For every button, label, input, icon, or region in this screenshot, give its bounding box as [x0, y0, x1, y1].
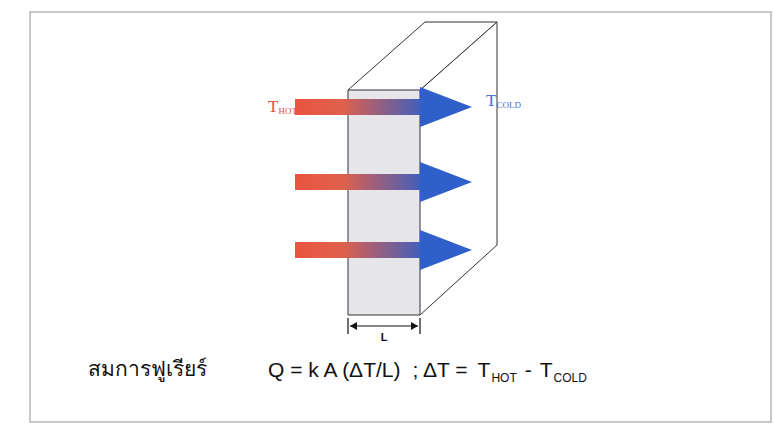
subscript: HOT	[491, 372, 516, 385]
t-cold-subscript: COLD	[496, 101, 521, 111]
minus-sign: -	[525, 358, 532, 381]
t-hot-symbol: T	[268, 98, 278, 117]
subscript: COLD	[554, 372, 587, 385]
slab	[348, 22, 497, 315]
equation-name: สมการฟูเรียร์	[88, 358, 207, 381]
t-symbol: T	[478, 358, 491, 381]
t-cold-symbol: T	[486, 92, 496, 111]
frame	[30, 12, 771, 422]
length-label: L	[381, 331, 388, 343]
t-hot-subscript: HOT	[278, 107, 297, 117]
t-symbol: T	[540, 358, 553, 381]
delta-t-equation: ; ΔT =	[412, 358, 467, 381]
heat-arrows	[295, 87, 472, 270]
equation: Q = k A (ΔT/L)	[268, 358, 400, 381]
